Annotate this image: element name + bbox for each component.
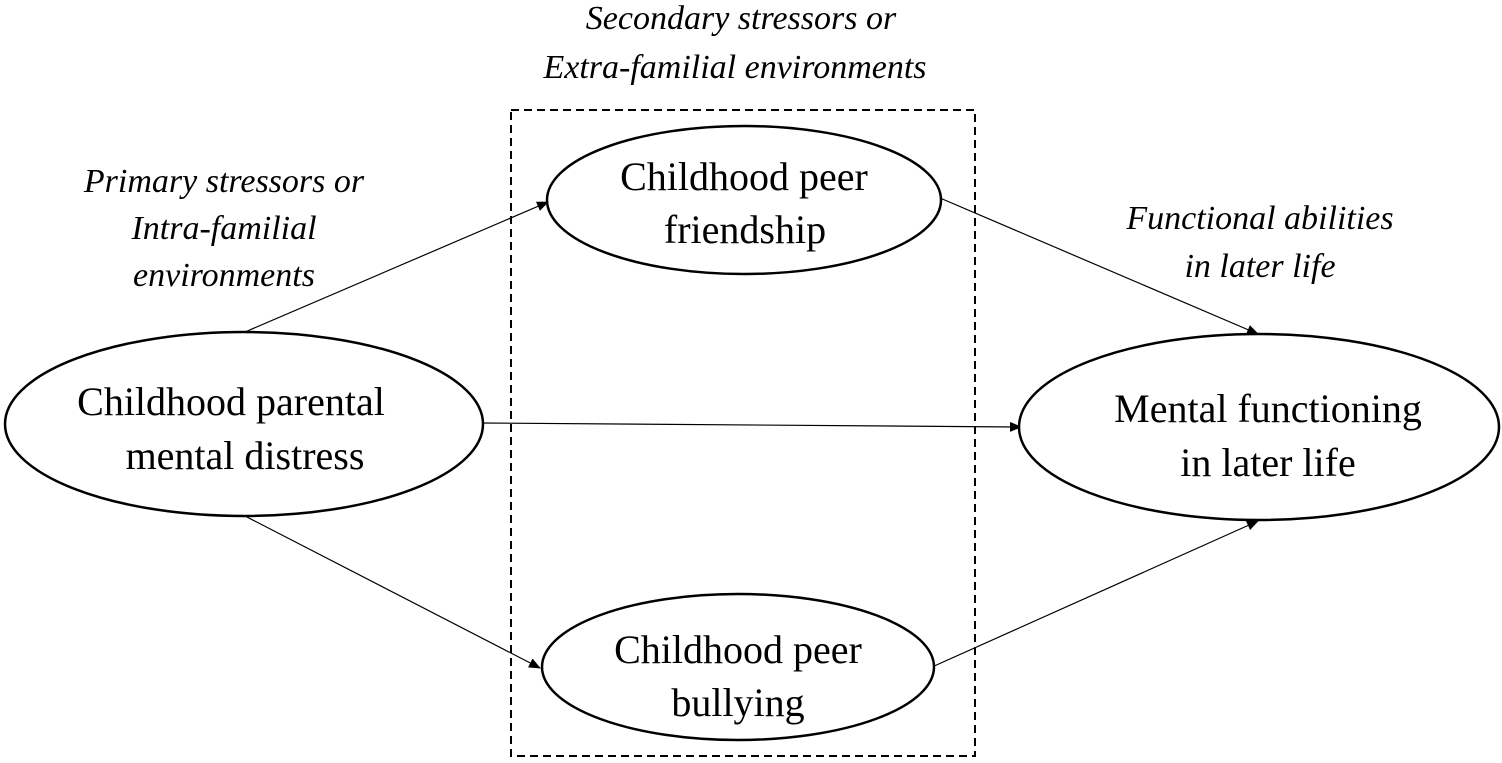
node-parental-distress: Childhood parental mental distress	[3, 330, 485, 518]
secondary-stressors-label: Secondary stressors or Extra-familial en…	[542, 0, 926, 86]
secondary-stressors-box	[510, 109, 976, 757]
functional-abilities-label-line1: Functional abilities	[1125, 200, 1393, 237]
node-mental-functioning: Mental functioning in later life	[1017, 332, 1501, 522]
node-peer-bullying-line1: Childhood peer	[614, 627, 862, 672]
functional-abilities-label: Functional abilities in later life	[1125, 200, 1393, 285]
node-peer-bullying-line2: bullying	[671, 680, 804, 725]
node-parental-distress-line2: mental distress	[126, 433, 365, 478]
secondary-stressors-label-line1: Secondary stressors or	[586, 0, 897, 37]
edge-bullying-to-mental	[931, 520, 1259, 668]
node-parental-distress-line1: Childhood parental	[77, 379, 385, 424]
functional-abilities-label-line2: in later life	[1184, 248, 1335, 285]
node-peer-friendship-line2: friendship	[664, 207, 826, 252]
edge-friendship-to-mental	[939, 197, 1259, 335]
primary-stressors-label-line1: Primary stressors or	[83, 163, 365, 200]
node-peer-friendship: Childhood peer friendship	[545, 124, 943, 276]
node-peer-friendship-line1: Childhood peer	[620, 154, 868, 199]
primary-stressors-label-line3: environments	[133, 257, 315, 294]
edge-parental-to-friendship	[244, 201, 549, 333]
primary-stressors-label: Primary stressors or Intra-familial envi…	[83, 163, 365, 294]
primary-stressors-label-line2: Intra-familial	[130, 210, 316, 247]
node-peer-bullying: Childhood peer bullying	[540, 592, 936, 742]
secondary-stressors-label-line2: Extra-familial environments	[542, 49, 926, 86]
edge-parental-to-mental	[482, 421, 1022, 432]
node-mental-functioning-line2: in later life	[1180, 440, 1355, 485]
node-mental-functioning-line1: Mental functioning	[1114, 386, 1422, 431]
edge-parental-to-bullying	[244, 515, 541, 669]
